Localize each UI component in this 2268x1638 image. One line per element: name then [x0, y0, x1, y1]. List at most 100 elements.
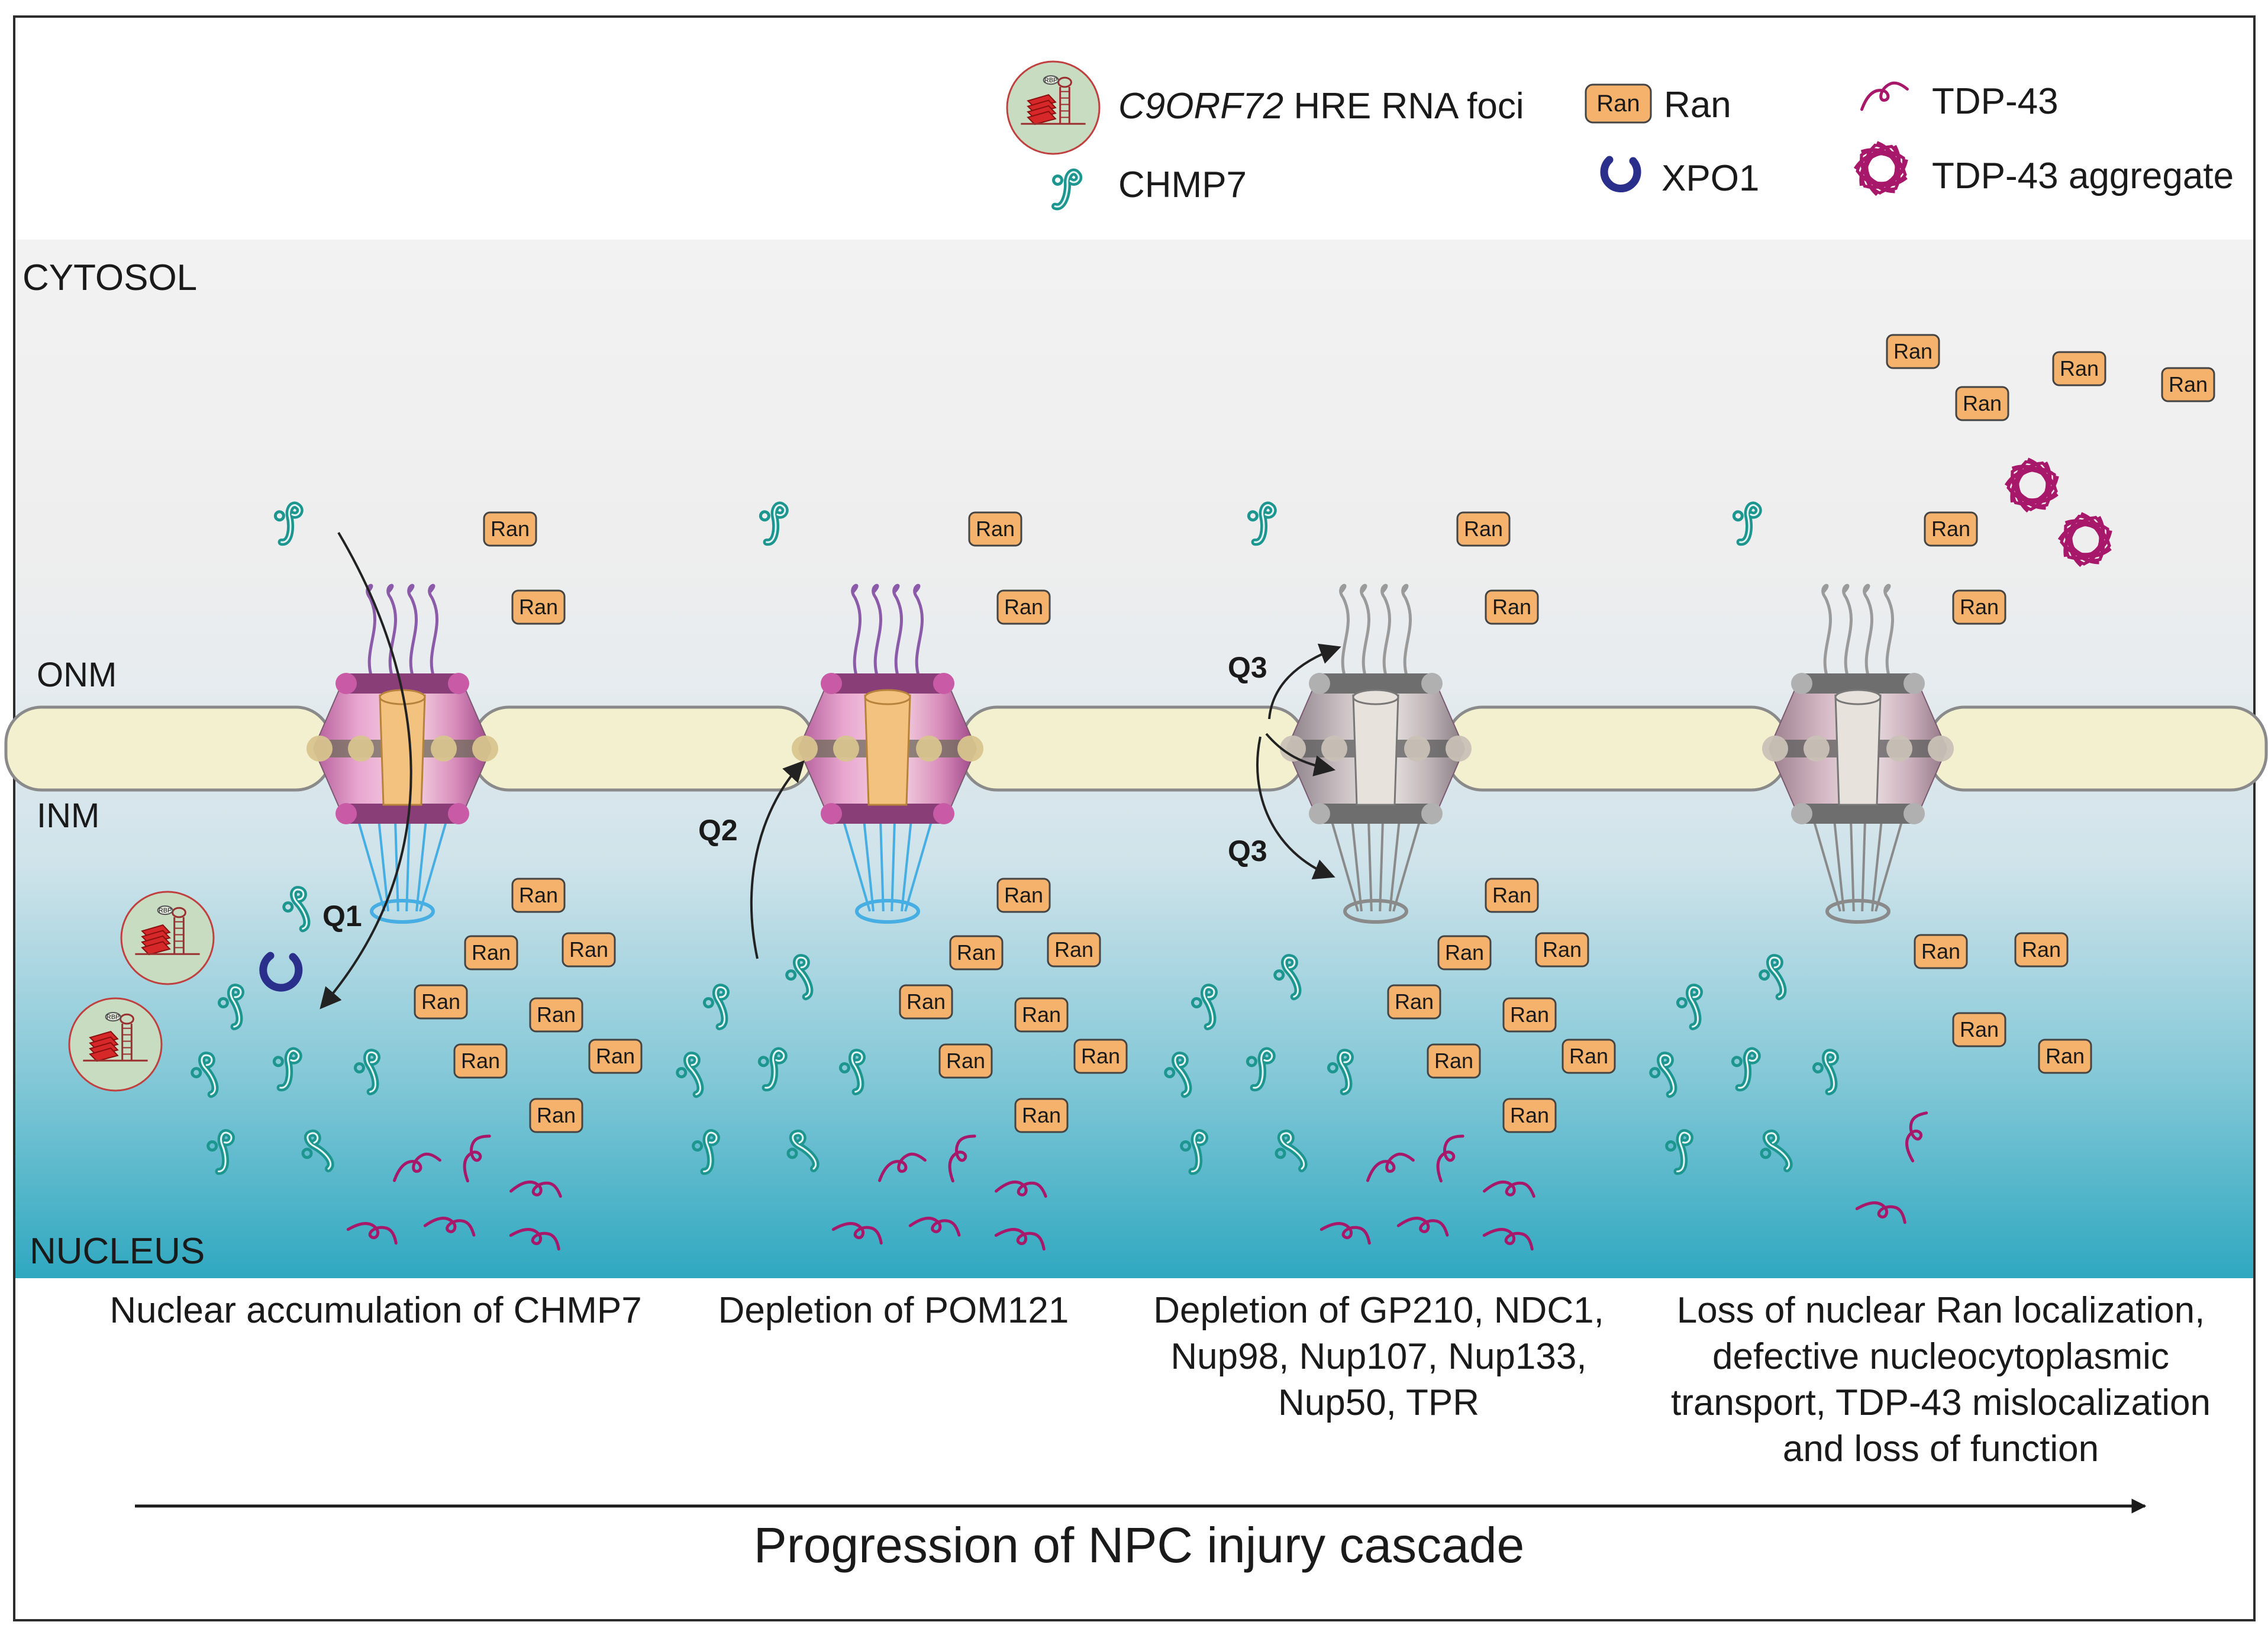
spoke-knob: [1804, 736, 1830, 762]
ran-protein: Ran: [464, 935, 518, 970]
chmp7-protein: [785, 954, 814, 1001]
central-channel: [1834, 694, 1882, 806]
ran-protein: Ran: [1073, 1039, 1128, 1074]
chmp7-protein: [1180, 1129, 1208, 1175]
spoke-knob: [916, 736, 942, 762]
ran-protein: Ran: [414, 984, 468, 1020]
ran-protein: Ran: [511, 878, 566, 913]
ran-protein: Ran: [996, 589, 1051, 625]
tdp43-aggregate: [1853, 141, 1908, 196]
legend-tdp43-label: TDP-43: [1932, 81, 2059, 122]
ring-knob: [1309, 803, 1330, 824]
central-channel-top: [1834, 689, 1882, 705]
ran-label: Ran: [2169, 372, 2208, 396]
chmp7-protein: [838, 1049, 866, 1095]
q3-arrow-down: [1256, 736, 1335, 879]
chmp7-protein: [676, 1052, 704, 1098]
nuclear-basket-strut: [378, 819, 389, 912]
ran-label: Ran: [421, 989, 460, 1014]
nuclear-basket-ring: [855, 899, 920, 924]
nuclear-basket-strut: [1379, 819, 1384, 912]
chmp7-protein: [282, 886, 311, 933]
chmp7-protein: [272, 1047, 302, 1092]
ran-label: Ran: [957, 940, 996, 965]
spoke-knob: [472, 736, 498, 762]
spoke-knob: [348, 736, 374, 762]
ran-protein: Ran: [529, 997, 583, 1033]
cytoplasmic-filament: [407, 583, 418, 681]
ran-label: Ran: [1960, 1017, 1999, 1042]
legend-ran-badge: Ran: [1596, 91, 1640, 117]
legend-tdp43-aggregate-label: TDP-43 aggregate: [1932, 156, 2234, 196]
chmp7-protein: [1676, 984, 1703, 1030]
chmp7-protein: [1273, 954, 1302, 1001]
nuclear-basket-strut: [1389, 819, 1401, 912]
spoke-knob: [1886, 736, 1912, 762]
ring-knob: [1421, 803, 1443, 824]
ran-protein: Ran: [1924, 511, 1978, 547]
cytoplasmic-filament: [366, 583, 376, 681]
tdp43-protein: [1860, 81, 1909, 111]
stage-caption-line: transport, TDP-43 mislocalization: [1671, 1382, 2211, 1423]
ran-label: Ran: [2022, 937, 2061, 962]
ran-label: Ran: [1963, 391, 2002, 415]
chmp7-protein: [759, 501, 789, 546]
q2-label: Q2: [698, 814, 738, 847]
tdp43-protein: [1905, 1111, 1928, 1163]
tdp43-protein: [995, 1180, 1047, 1198]
nuclear-basket-strut: [419, 819, 448, 912]
nuclear-basket-ring: [1343, 899, 1408, 924]
central-channel: [379, 694, 426, 806]
rna-foci: RBP: [1006, 60, 1101, 155]
legend-xpo1-icon: [1600, 156, 1641, 193]
ring-knob: [821, 803, 842, 824]
ran-protein: Ran: [1502, 997, 1557, 1033]
ran-protein: Ran: [1014, 1098, 1069, 1133]
ran-protein: Ran: [2052, 351, 2106, 386]
ring-knob: [1421, 673, 1443, 694]
tdp43-protein: [1366, 1152, 1415, 1182]
ran-protein: Ran: [1952, 1012, 2006, 1047]
ran-protein: Ran: [1886, 334, 1940, 369]
arrows: Q1 Q2 Q3 Q3: [320, 531, 1341, 1010]
stage-caption-line: Depletion of POM121: [718, 1290, 1069, 1331]
ran-label: Ran: [976, 517, 1015, 541]
ran-label: Ran: [1893, 339, 1933, 363]
cytoplasmic-filament: [1883, 583, 1894, 681]
ring-knob: [335, 803, 357, 824]
nuclear-basket-strut: [863, 819, 875, 912]
ring-knob: [448, 803, 469, 824]
ran-label: Ran: [519, 595, 558, 619]
tdp43-protein: [994, 1228, 1046, 1251]
ran-label: Ran: [519, 883, 558, 907]
ring-knob: [1791, 673, 1812, 694]
cytoplasmic-filament: [386, 583, 397, 681]
q3-label-top: Q3: [1228, 651, 1267, 684]
nuclear-basket-strut: [405, 819, 411, 912]
ran-label: Ran: [1569, 1044, 1608, 1068]
chmp7-protein: [191, 1052, 219, 1098]
cytoplasmic-ring: [340, 673, 464, 694]
onm-label: ONM: [37, 656, 117, 694]
spoke-knob: [1446, 736, 1472, 762]
nuclear-basket-strut: [1330, 819, 1359, 912]
q1-arrow: [320, 531, 412, 1010]
membrane-segment: [4, 705, 333, 792]
ran-label: Ran: [1395, 989, 1434, 1014]
central-channel: [864, 694, 911, 806]
ring-knob: [933, 803, 954, 824]
chmp7-protein: [1665, 1129, 1693, 1175]
cytosol-label: CYTOSOL: [22, 257, 197, 298]
ran-protein: Ran: [2161, 367, 2215, 402]
ran-protein: Ran: [588, 1039, 643, 1074]
nuclear-basket-strut: [891, 819, 896, 912]
tdp43-protein: [908, 1217, 961, 1237]
ran-label: Ran: [946, 1049, 985, 1073]
ran-label: Ran: [2060, 356, 2099, 381]
legend-ran-label: Ran: [1664, 85, 1731, 125]
ran-protein: Ran: [1387, 984, 1441, 1020]
chmp7-protein: [1731, 1047, 1761, 1092]
chmp7-protein: [786, 1129, 820, 1172]
